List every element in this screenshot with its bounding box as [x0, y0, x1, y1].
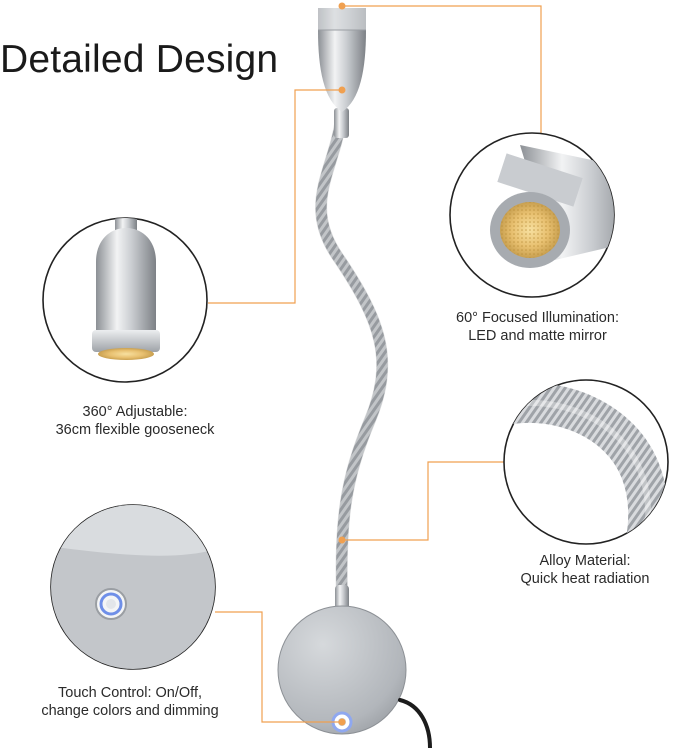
detail-circle-alloy — [503, 379, 669, 545]
caption-alloy: Alloy Material: Quick heat radiation — [490, 552, 679, 588]
gooseneck — [315, 112, 388, 606]
power-cord — [398, 698, 432, 748]
detail-circle-touch — [50, 504, 216, 670]
base-disc — [278, 606, 406, 734]
caption-adjustable: 360° Adjustable: 36cm flexible gooseneck — [20, 403, 250, 439]
caption-touch-line2: change colors and dimming — [41, 703, 219, 719]
caption-alloy-line1: Alloy Material: — [539, 553, 631, 569]
caption-alloy-line2: Quick heat radiation — [520, 571, 650, 587]
caption-adjustable-line1: 360° Adjustable: — [82, 404, 188, 420]
caption-touch: Touch Control: On/Off, change colors and… — [0, 684, 260, 720]
caption-touch-line1: Touch Control: On/Off, — [58, 685, 202, 701]
caption-focused: 60° Focused Illumination: LED and matte … — [430, 309, 645, 345]
neck-collar — [334, 108, 349, 138]
lamp-main — [277, 8, 432, 748]
detail-circle-head — [42, 217, 208, 383]
caption-focused-line1: 60° Focused Illumination: — [456, 310, 619, 326]
callout-lines — [208, 2, 542, 726]
caption-adjustable-line2: 36cm flexible gooseneck — [55, 422, 215, 438]
detail-circle-led — [449, 132, 615, 298]
page-title: Detailed Design — [0, 38, 279, 81]
lamp-head — [318, 8, 366, 112]
caption-focused-line2: LED and matte mirror — [468, 328, 607, 344]
